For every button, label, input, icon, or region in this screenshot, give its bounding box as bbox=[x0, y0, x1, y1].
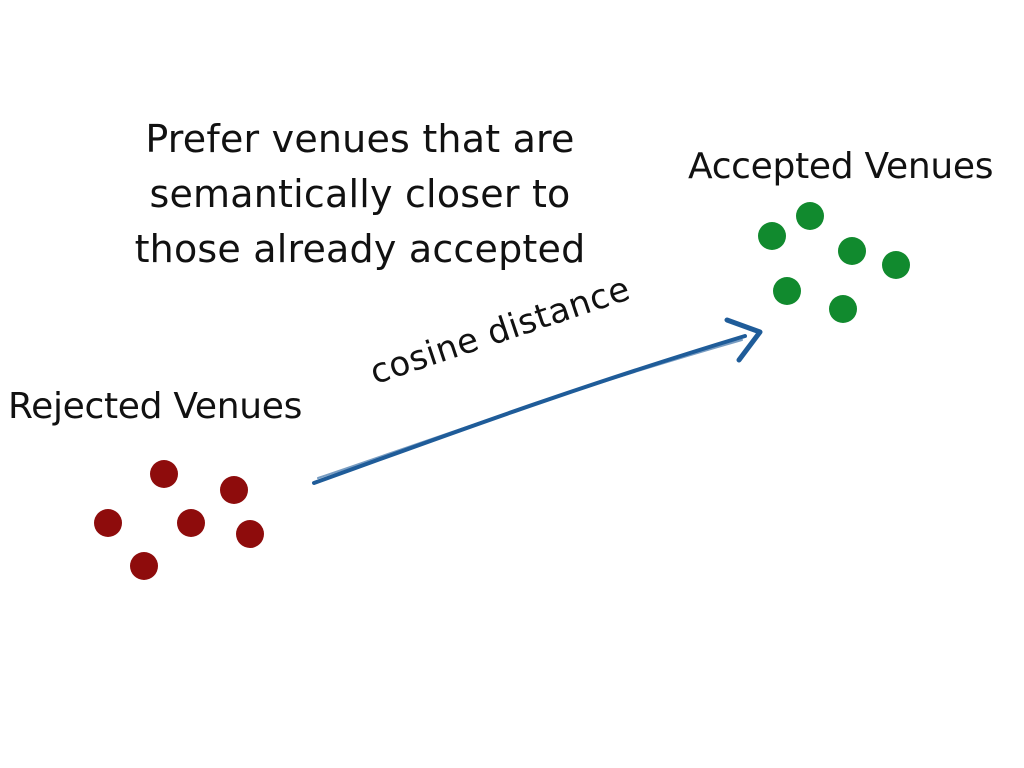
rejected-venue-dot bbox=[220, 476, 248, 504]
accepted-venue-dot bbox=[796, 202, 824, 230]
accepted-venue-dot bbox=[758, 222, 786, 250]
rejected-venue-dot bbox=[94, 509, 122, 537]
accepted-venue-dot bbox=[882, 251, 910, 279]
rejected-venue-dot bbox=[236, 520, 264, 548]
slide-headline: Prefer venues that are semantically clos… bbox=[110, 112, 610, 277]
rejected-venue-dot bbox=[130, 552, 158, 580]
headline-line-2: semantically closer to bbox=[149, 172, 571, 216]
headline-line-1: Prefer venues that are bbox=[145, 117, 575, 161]
rejected-venues-label: Rejected Venues bbox=[8, 386, 303, 427]
accepted-venue-dot bbox=[838, 237, 866, 265]
rejected-venue-dot bbox=[150, 460, 178, 488]
accepted-venue-dot bbox=[829, 295, 857, 323]
accepted-venue-dot bbox=[773, 277, 801, 305]
rejected-venue-dot bbox=[177, 509, 205, 537]
arrow-shaft-texture bbox=[317, 339, 743, 479]
accepted-venues-label: Accepted Venues bbox=[688, 146, 994, 187]
arrow-head bbox=[724, 317, 763, 363]
headline-line-3: those already accepted bbox=[134, 227, 586, 271]
